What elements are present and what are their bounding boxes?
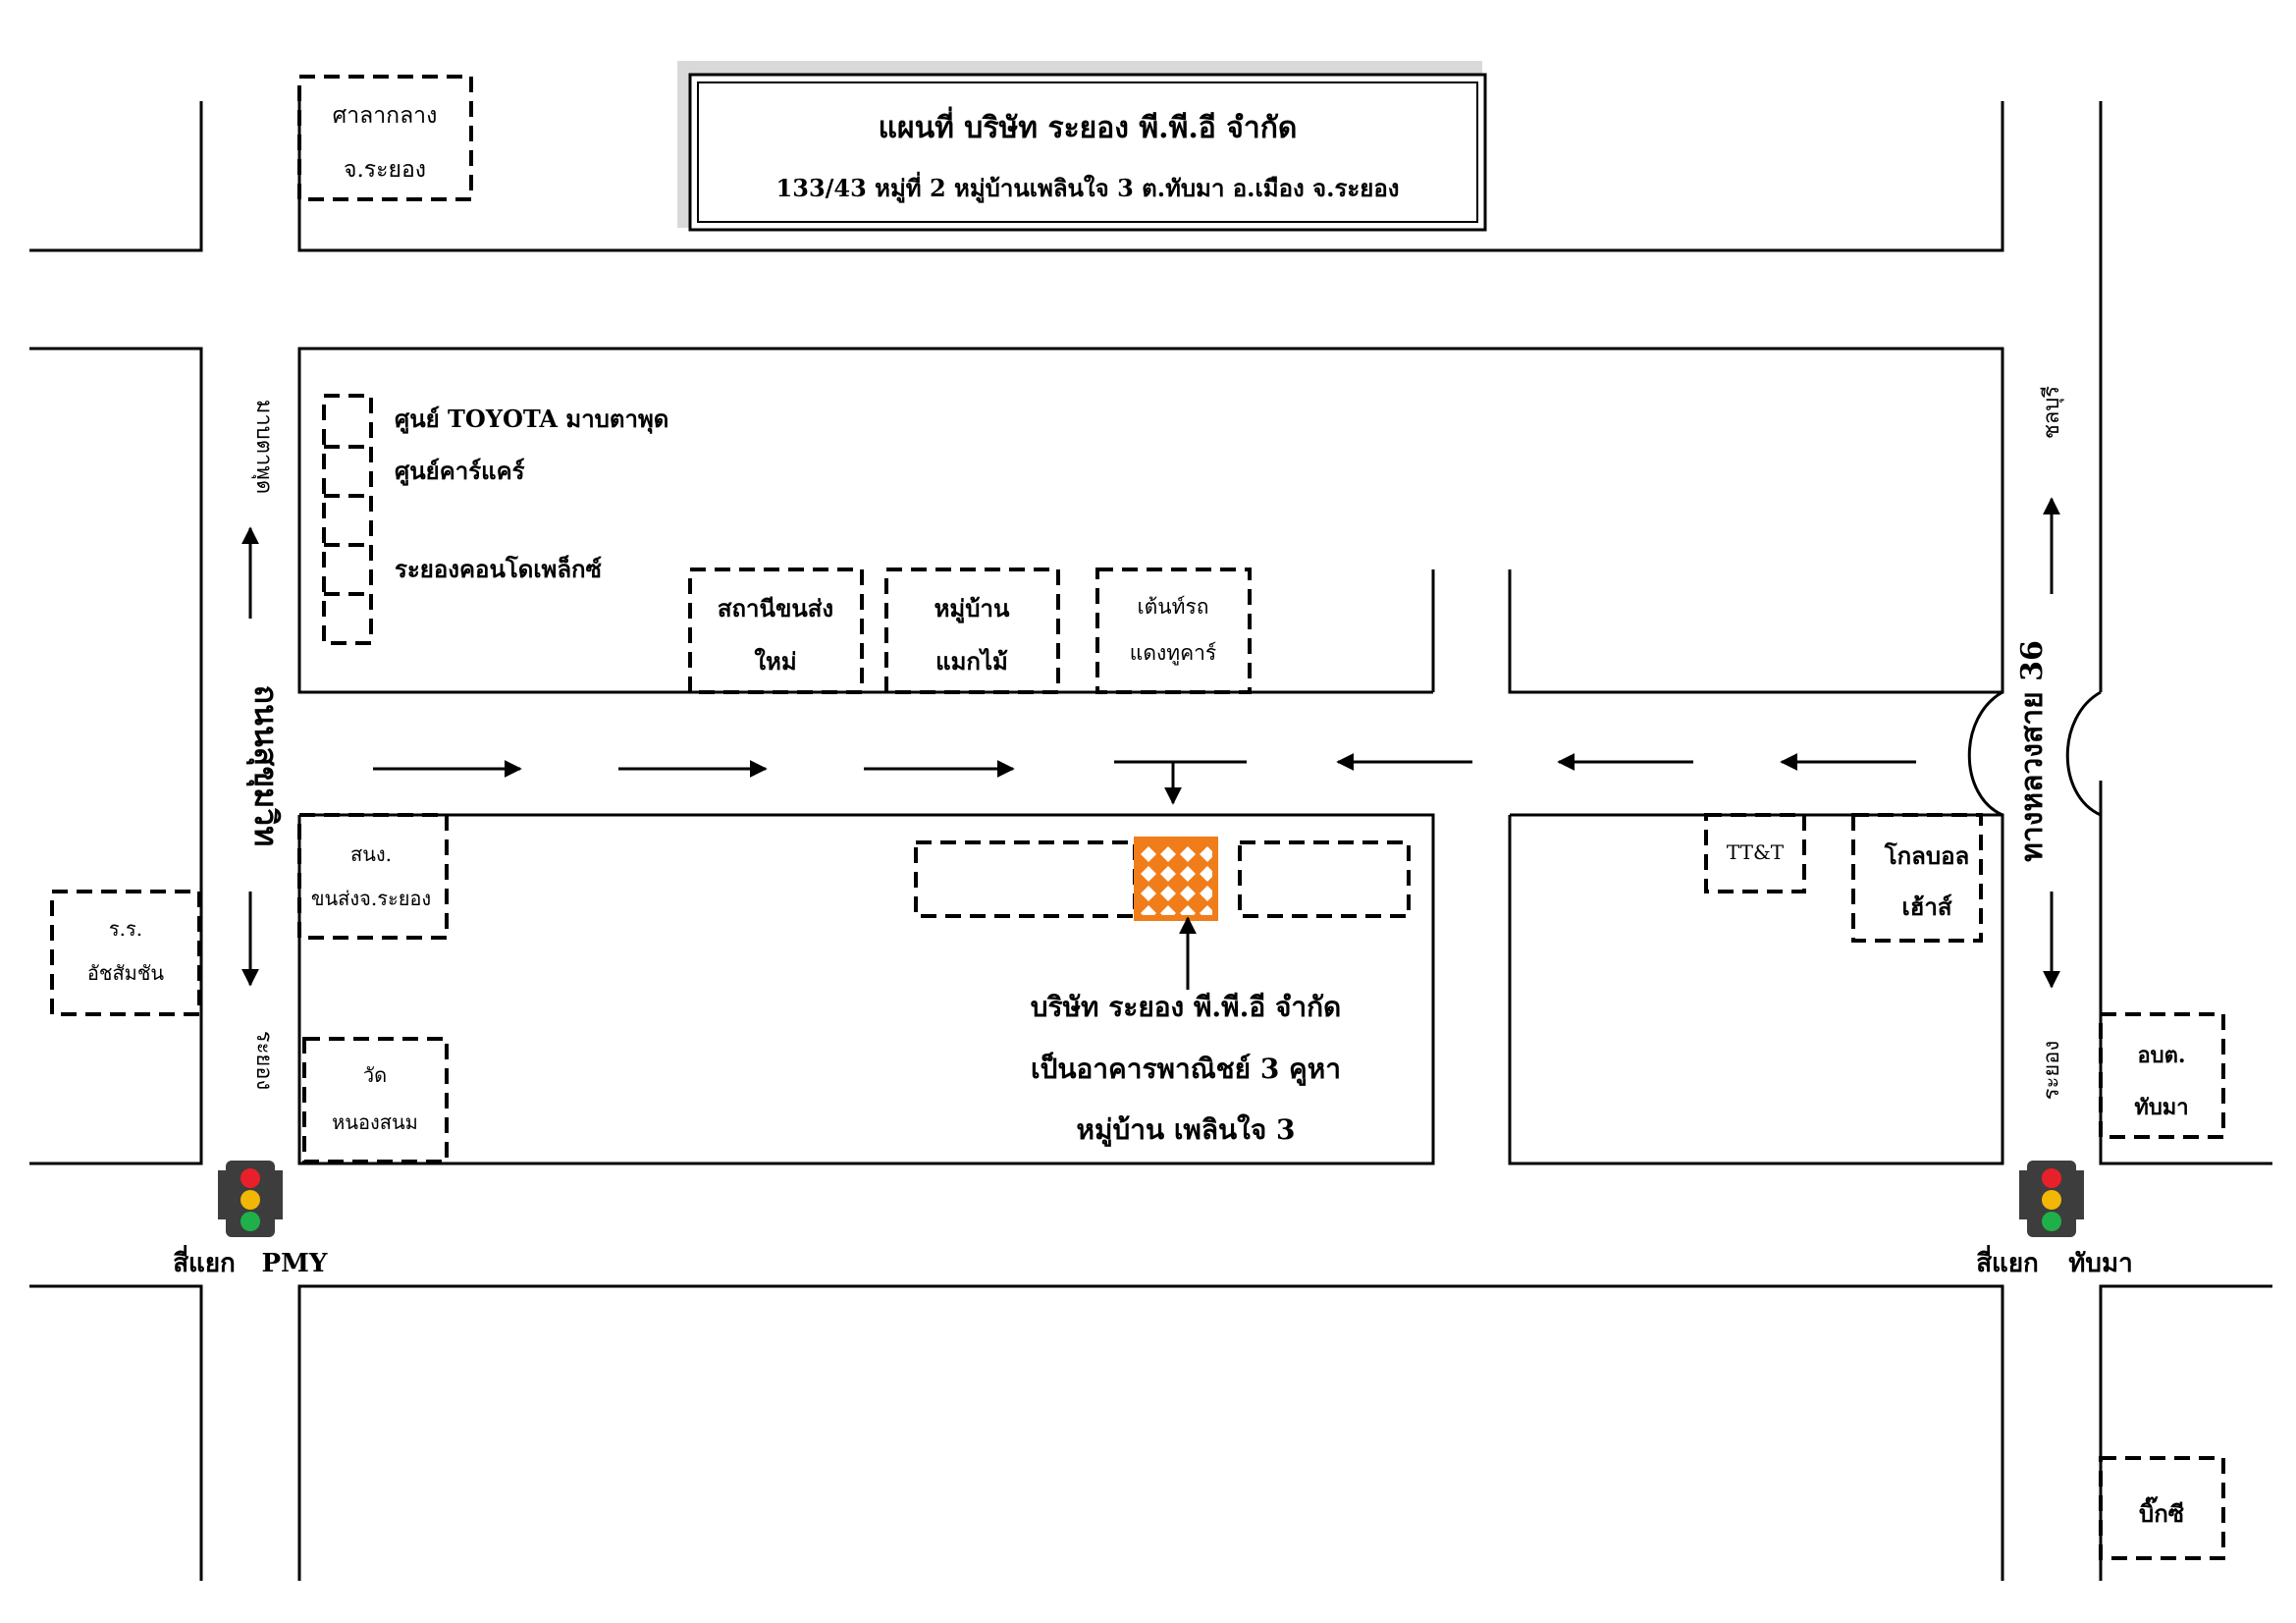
condo-label: ระยองคอนโดเพล็กซ์ <box>395 555 602 583</box>
ttt-label: TT&T <box>1727 840 1785 864</box>
global-house-box <box>1851 813 1983 943</box>
roadside-shops-box <box>322 394 373 645</box>
to-chonburi-label: ชลบุรี <box>2040 386 2064 439</box>
city-hall-label: ศาลากลาง <box>333 103 438 129</box>
pmy-intersection-label: สี่แยก <box>173 1244 236 1278</box>
title-box: แผนที่ บริษัท ระยอง พี.พี.อี จำกัด 133/4… <box>677 61 1487 232</box>
intersection-labels: สี่แยก PMY สี่แยก ทับมา <box>173 1244 2133 1278</box>
company-caption-line3: หมู่บ้าน เพลินใจ 3 <box>1077 1113 1296 1147</box>
to-maptaphut-label: มาบตาพุด <box>251 400 276 494</box>
shop-row-left-box <box>914 840 1137 918</box>
school-box <box>50 890 201 1016</box>
global-house-label: โกลบอล <box>1884 841 1969 870</box>
bigc-label: บิ๊กซี <box>2139 1495 2184 1528</box>
obt-label-2: ทับมา <box>2134 1095 2188 1120</box>
car-care-label: ศูนย์คาร์แคร์ <box>395 457 525 486</box>
to-rayong-right-label: ระยอง <box>2040 1041 2064 1100</box>
village-maekmai-label-2: แมกไม้ <box>935 647 1008 676</box>
transport-office-label-2: ขนส่งจ.ระยอง <box>311 887 431 910</box>
pmy-intersection-name: PMY <box>262 1249 328 1278</box>
highway-36-label: ทางหลวงสาย 36 <box>2015 640 2050 862</box>
road-lines <box>29 101 2272 1581</box>
school-label: ร.ร. <box>109 917 142 941</box>
to-rayong-left-label: ระยอง <box>251 1031 276 1090</box>
traffic-light-tabma-icon <box>2019 1161 2084 1237</box>
bigc-box <box>2099 1456 2225 1560</box>
map-address: 133/43 หมู่ที่ 2 หมู่บ้านเพลินใจ 3 ต.ทับ… <box>776 171 1400 203</box>
global-house-label-2: เฮ้าส์ <box>1902 893 1952 921</box>
temple-box <box>302 1037 449 1163</box>
map-title: แผนที่ บริษัท ระยอง พี.พี.อี จำกัด <box>879 106 1298 145</box>
tent-rod-label-2: แดงทูคาร์ <box>1130 641 1216 666</box>
shop-row-right-box <box>1238 840 1411 918</box>
new-station-label: สถานีขนส่ง <box>718 594 833 622</box>
tabma-intersection-name: ทับมา <box>2068 1249 2132 1278</box>
traffic-arrows <box>241 497 2060 990</box>
tent-rod-label: เต้นท์รถ <box>1137 595 1208 619</box>
village-maekmai-label: หมู่บ้าน <box>934 594 1010 623</box>
city-hall-box <box>297 75 473 201</box>
ttt-box <box>1704 813 1806 893</box>
obt-box <box>2099 1012 2225 1139</box>
tabma-intersection-label: สี่แยก <box>1976 1244 2039 1278</box>
roadside-box-dividers <box>324 445 371 596</box>
transport-office-box <box>297 813 449 940</box>
new-station-box <box>688 568 864 694</box>
company-marker <box>1134 837 1218 921</box>
sukhumvit-road-label: ถนนสุขุมวิท <box>245 685 285 847</box>
landmark-labels: ศาลากลาง จ.ระยอง ศูนย์ TOYOTA มาบตาพุด ศ… <box>87 103 2189 1528</box>
traffic-light-pmy-icon <box>218 1161 283 1237</box>
toyota-label: ศูนย์ TOYOTA มาบตาพุด <box>395 405 668 435</box>
road-labels: ถนนสุขุมวิท มาบตาพุด ระยอง ทางหลวงสาย 36… <box>245 386 2064 1101</box>
company-caption-line1: บริษัท ระยอง พี.พี.อี จำกัด <box>1031 991 1341 1023</box>
city-hall-label-2: จ.ระยอง <box>344 157 426 183</box>
company-caption: บริษัท ระยอง พี.พี.อี จำกัด เป็นอาคารพาณ… <box>1031 991 1341 1147</box>
temple-label-2: หนองสนม <box>332 1110 418 1134</box>
company-caption-line2: เป็นอาคารพาณิชย์ 3 คูหา <box>1031 1052 1341 1086</box>
transport-office-label: สนง. <box>350 842 392 866</box>
landmark-boxes <box>50 75 2225 1560</box>
temple-label: วัด <box>363 1063 387 1087</box>
village-maekmai-box <box>884 568 1060 694</box>
tent-rod-box <box>1095 568 1252 694</box>
obt-label: อบต. <box>2137 1043 2185 1068</box>
new-station-label-2: ใหม่ <box>754 647 796 676</box>
school-label-2: อัชสัมชัน <box>87 961 165 985</box>
